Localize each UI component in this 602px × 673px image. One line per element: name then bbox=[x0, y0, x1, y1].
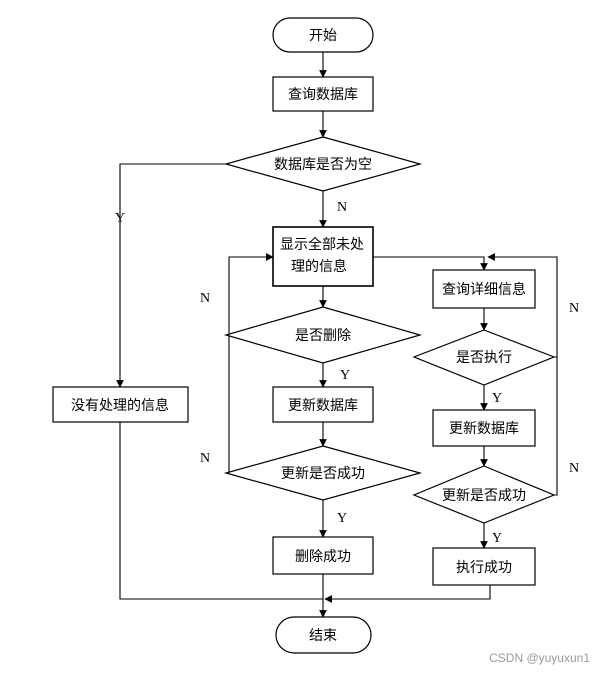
update-ok-left-decision: 更新是否成功 bbox=[223, 445, 423, 501]
label-updateok-left-yes: Y bbox=[337, 511, 347, 526]
edge-updateok-left-no bbox=[226, 335, 230, 474]
label-updateok-left-no: N bbox=[200, 451, 210, 466]
watermark-text: CSDN @yuyuxun1 bbox=[489, 651, 590, 665]
update-db-right-label: 更新数据库 bbox=[449, 421, 519, 437]
no-info-node: 没有处理的信息 bbox=[52, 386, 189, 423]
edge-labels: Y N N Y N Y N Y N Y bbox=[115, 200, 579, 546]
delete-ok-label: 删除成功 bbox=[295, 549, 351, 565]
delete-ok-node: 删除成功 bbox=[272, 536, 374, 575]
label-delete-no: N bbox=[200, 291, 210, 306]
no-info-label: 没有处理的信息 bbox=[71, 397, 169, 414]
update-ok-right-label: 更新是否成功 bbox=[442, 488, 526, 504]
end-label: 结束 bbox=[309, 628, 337, 644]
show-label-line2: 理的信息 bbox=[291, 258, 347, 275]
label-empty-yes: Y bbox=[115, 211, 125, 226]
is-delete-decision: 是否删除 bbox=[223, 306, 423, 364]
query-detail-node: 查询详细信息 bbox=[432, 269, 536, 309]
end-node: 结束 bbox=[275, 616, 372, 654]
label-updateok-right-no: N bbox=[569, 461, 579, 476]
label-empty-no: N bbox=[337, 200, 347, 215]
show-unprocessed-node: 显示全部未处 理的信息 bbox=[272, 226, 374, 287]
is-delete-label: 是否删除 bbox=[295, 328, 351, 344]
label-exec-yes: Y bbox=[492, 391, 502, 406]
query-db-label: 查询数据库 bbox=[288, 87, 358, 103]
is-exec-decision: 是否执行 bbox=[412, 329, 556, 386]
db-empty-label: 数据库是否为空 bbox=[274, 157, 372, 173]
label-delete-yes: Y bbox=[340, 368, 350, 383]
update-db-right-node: 更新数据库 bbox=[432, 409, 536, 447]
edge-show-detail bbox=[373, 256, 488, 271]
exec-ok-node: 执行成功 bbox=[432, 547, 536, 586]
update-ok-left-label: 更新是否成功 bbox=[281, 466, 365, 482]
label-updateok-right-yes: Y bbox=[492, 531, 502, 546]
start-label: 开始 bbox=[309, 28, 337, 44]
update-ok-right-decision: 更新是否成功 bbox=[412, 465, 556, 524]
label-exec-no: N bbox=[569, 301, 579, 316]
query-detail-label: 查询详细信息 bbox=[442, 281, 526, 298]
start-node: 开始 bbox=[272, 17, 374, 53]
edge-updateok-right-no bbox=[554, 357, 558, 496]
edge-empty-yes bbox=[116, 163, 226, 388]
update-db-left-node: 更新数据库 bbox=[272, 386, 374, 423]
update-db-left-label: 更新数据库 bbox=[288, 398, 358, 414]
edge-execok-merge bbox=[324, 585, 491, 603]
db-empty-decision: 数据库是否为空 bbox=[223, 136, 423, 192]
query-db-node: 查询数据库 bbox=[272, 76, 374, 112]
is-exec-label: 是否执行 bbox=[456, 350, 512, 366]
show-label-line1: 显示全部未处 bbox=[280, 236, 364, 253]
exec-ok-label: 执行成功 bbox=[456, 560, 512, 576]
edge-noinfo-merge bbox=[119, 422, 323, 600]
